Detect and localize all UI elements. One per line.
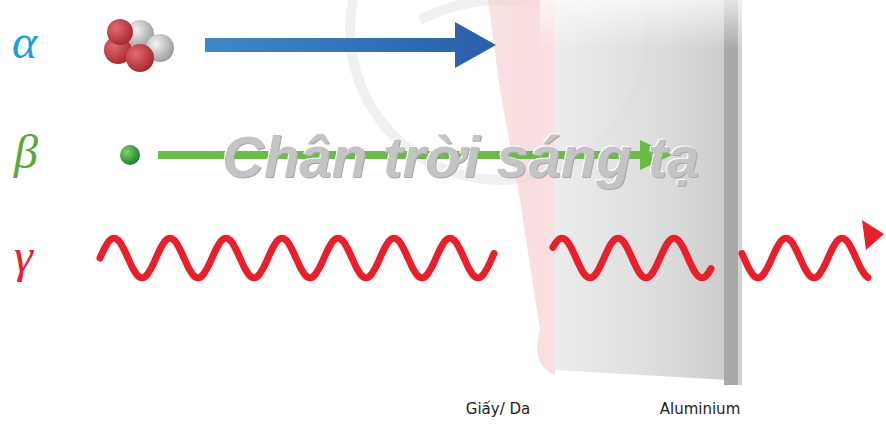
alpha-arrow (205, 22, 496, 68)
watermark-text: Chân trời sáng tạ (222, 128, 699, 186)
gamma-wave (100, 238, 494, 278)
gamma-symbol: γ (14, 232, 33, 280)
sheet-fade (540, 0, 742, 140)
alpha-symbol: α (12, 18, 37, 66)
material-label: Aluminium (660, 402, 741, 417)
gamma-wave (553, 238, 711, 278)
gamma-wave (742, 238, 868, 278)
gamma-arrowhead (862, 220, 884, 250)
material-label: Giấy/ Da (466, 402, 530, 417)
alpha-particle (104, 19, 174, 72)
beta-particle (120, 145, 140, 165)
beta-symbol: β (14, 128, 38, 176)
